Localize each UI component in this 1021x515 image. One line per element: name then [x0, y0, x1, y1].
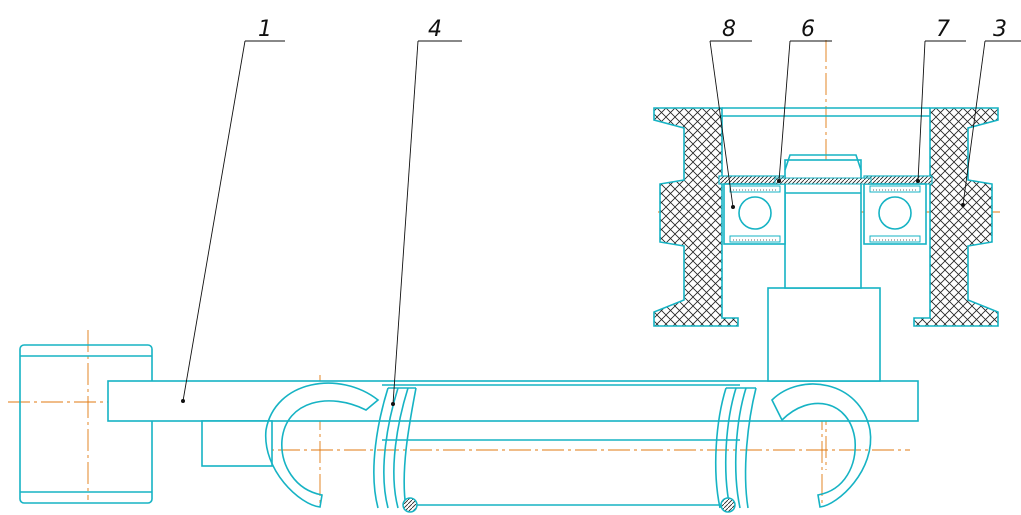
spring-hooks: [265, 382, 872, 508]
bearing-right: [863, 175, 933, 245]
wire-section-right: [720, 497, 736, 513]
callout-label-6: 6: [801, 17, 815, 42]
lever-bar: [107, 380, 919, 467]
callout-4: 4: [391, 17, 462, 406]
bearing-left: [718, 175, 786, 245]
spring: [373, 384, 757, 513]
spacer-ring: [774, 177, 872, 185]
callout-6: 6: [777, 17, 832, 183]
callout-7: 7: [916, 17, 966, 183]
callout-3: 3: [961, 17, 1021, 207]
callout-1: 1: [181, 17, 285, 403]
callout-label-7: 7: [936, 17, 950, 42]
pulley: [653, 107, 999, 327]
callout-label-1: 1: [258, 17, 272, 42]
axle: [767, 154, 881, 382]
wire-section-left: [402, 497, 418, 513]
callout-8: 8: [709, 17, 752, 209]
weight-block: [19, 344, 153, 504]
callout-label-8: 8: [722, 17, 736, 42]
callout-label-4: 4: [428, 17, 442, 42]
callout-label-3: 3: [993, 17, 1007, 42]
